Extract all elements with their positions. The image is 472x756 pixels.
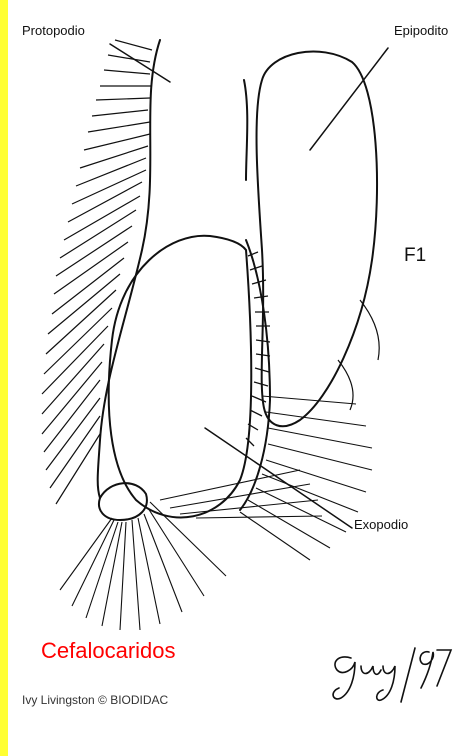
pointer-epipodito <box>310 48 388 150</box>
credit-line: Ivy Livingston © BIODIDAC <box>22 693 168 707</box>
setae-basal-fan <box>60 502 226 630</box>
label-figure-number: F1 <box>404 245 426 267</box>
figure-title: Cefalocaridos <box>41 638 176 664</box>
pointer-protopodio <box>110 44 170 82</box>
pointer-exopodio <box>205 428 352 528</box>
setae-exopodite <box>160 396 372 560</box>
protopodite-outline <box>98 40 160 498</box>
exopodite-outline <box>109 236 252 518</box>
label-exopodio: Exopodio <box>354 517 408 532</box>
basal-knob <box>99 483 147 520</box>
body-slit <box>244 80 247 180</box>
epipodite-outline <box>257 52 378 427</box>
label-protopodio: Protopodio <box>22 23 85 38</box>
setae-left <box>42 40 152 504</box>
handwritten-signature <box>325 640 455 710</box>
label-epipodito: Epipodito <box>394 23 448 38</box>
